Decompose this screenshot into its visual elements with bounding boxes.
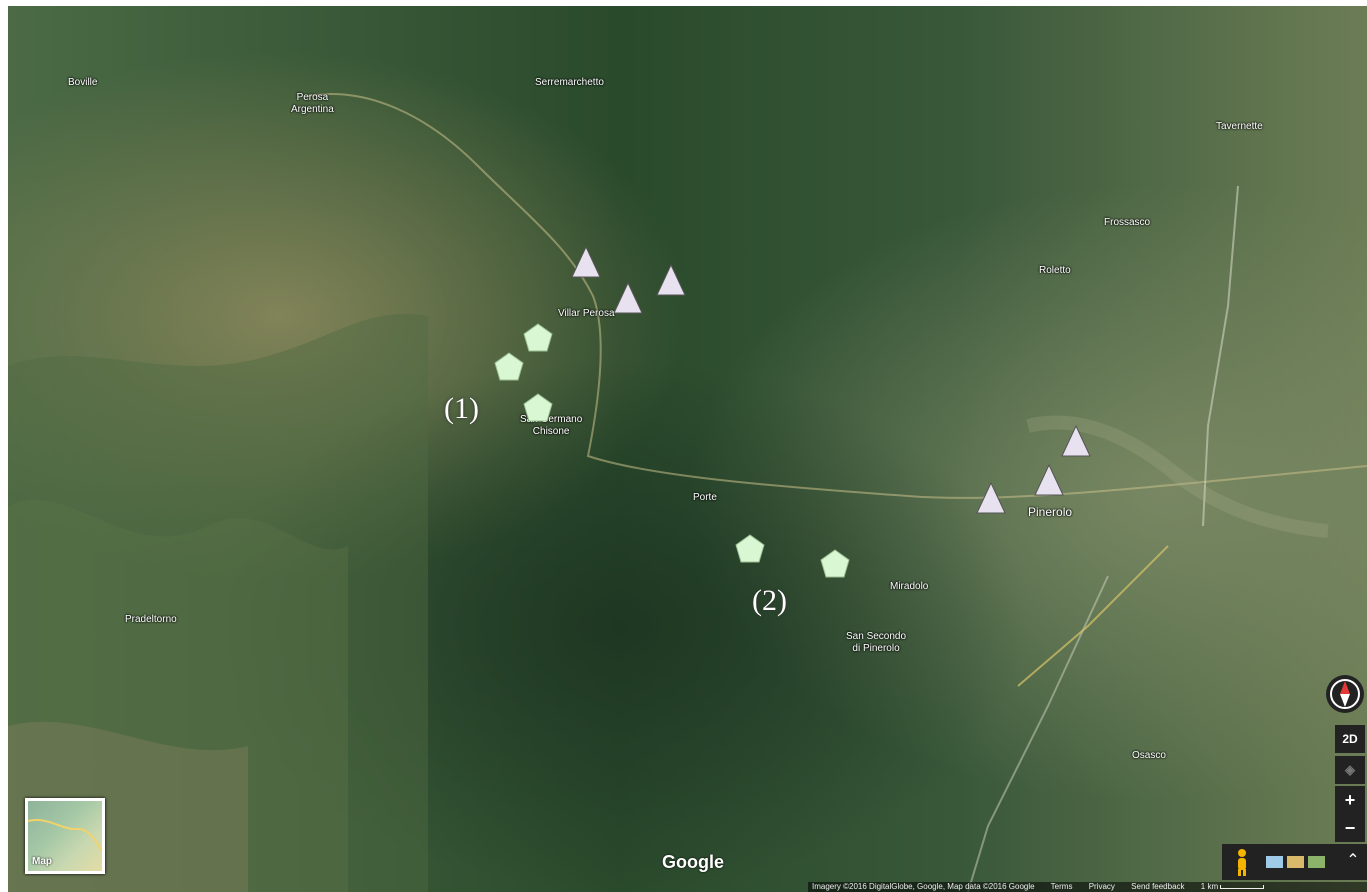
map-view-toggle[interactable]: Map	[25, 798, 105, 874]
place-label-serremarchetto: Serremarchetto	[535, 77, 604, 88]
view-2d-button[interactable]: 2D	[1335, 725, 1365, 753]
pentagon-marker[interactable]	[820, 549, 850, 579]
privacy-link[interactable]: Privacy	[1088, 882, 1115, 891]
triangle-marker[interactable]	[570, 245, 602, 279]
pegman-icon[interactable]	[1231, 847, 1253, 877]
pentagon-marker[interactable]	[523, 323, 553, 353]
send-feedback-link[interactable]: Send feedback	[1131, 882, 1185, 891]
triangle-marker[interactable]	[1060, 424, 1092, 458]
place-label-frossasco: Frossasco	[1104, 217, 1151, 228]
place-label-miradolo: Miradolo	[890, 581, 929, 592]
triangle-marker[interactable]	[1033, 463, 1065, 497]
triangle-marker[interactable]	[612, 281, 644, 315]
imagery-thumbnail-icon[interactable]	[1266, 853, 1326, 871]
expand-button[interactable]: ⌃	[1346, 852, 1360, 869]
triangle-marker[interactable]	[975, 481, 1007, 515]
google-logo: Google	[662, 852, 724, 872]
place-label-porte: Porte	[693, 492, 717, 503]
zoom-out-button[interactable]: −	[1335, 814, 1365, 842]
terms-link[interactable]: Terms	[1050, 882, 1073, 891]
zoom-in-button[interactable]: +	[1335, 786, 1365, 814]
compass-control[interactable]	[1326, 675, 1364, 713]
bottom-control-bar: ⌃	[1222, 844, 1367, 880]
attribution-bar: Imagery ©2016 DigitalGlobe, Google, Map …	[808, 882, 1367, 892]
pentagon-marker[interactable]	[494, 352, 524, 382]
place-label-tavernette: Tavernette	[1216, 121, 1263, 132]
pentagon-marker[interactable]	[523, 393, 553, 423]
triangle-marker[interactable]	[655, 263, 687, 297]
minimap-label: Map	[32, 856, 52, 867]
place-label-villar-perosa: Villar Perosa	[558, 308, 615, 319]
compass-icon	[1330, 679, 1360, 709]
place-label-perosa-argentina: Perosa Argentina	[291, 92, 334, 115]
location-icon: ◈	[1345, 762, 1355, 777]
imagery-attribution: Imagery ©2016 DigitalGlobe, Google, Map …	[812, 882, 1035, 891]
place-label-pinerolo: Pinerolo	[1028, 505, 1073, 519]
place-label-osasco: Osasco	[1132, 750, 1166, 761]
scale-bar	[1220, 884, 1265, 889]
scale-label: 1 km	[1200, 882, 1219, 891]
pentagon-marker[interactable]	[735, 534, 765, 564]
group-label-1: (1)	[444, 392, 479, 425]
place-label-roletto: Roletto	[1039, 265, 1071, 276]
my-location-button[interactable]: ◈	[1335, 756, 1365, 784]
satellite-map[interactable]: Boville Perosa Argentina Serremarchetto …	[8, 6, 1367, 892]
satellite-imagery	[8, 6, 1367, 892]
group-label-2: (2)	[752, 584, 787, 617]
place-label-pradeltorno: Pradeltorno	[125, 614, 177, 625]
place-label-san-secondo-di-pinerolo: San Secondo di Pinerolo	[846, 631, 907, 654]
place-label-boville: Boville	[68, 77, 98, 88]
map-thumbnail-icon	[28, 818, 102, 852]
